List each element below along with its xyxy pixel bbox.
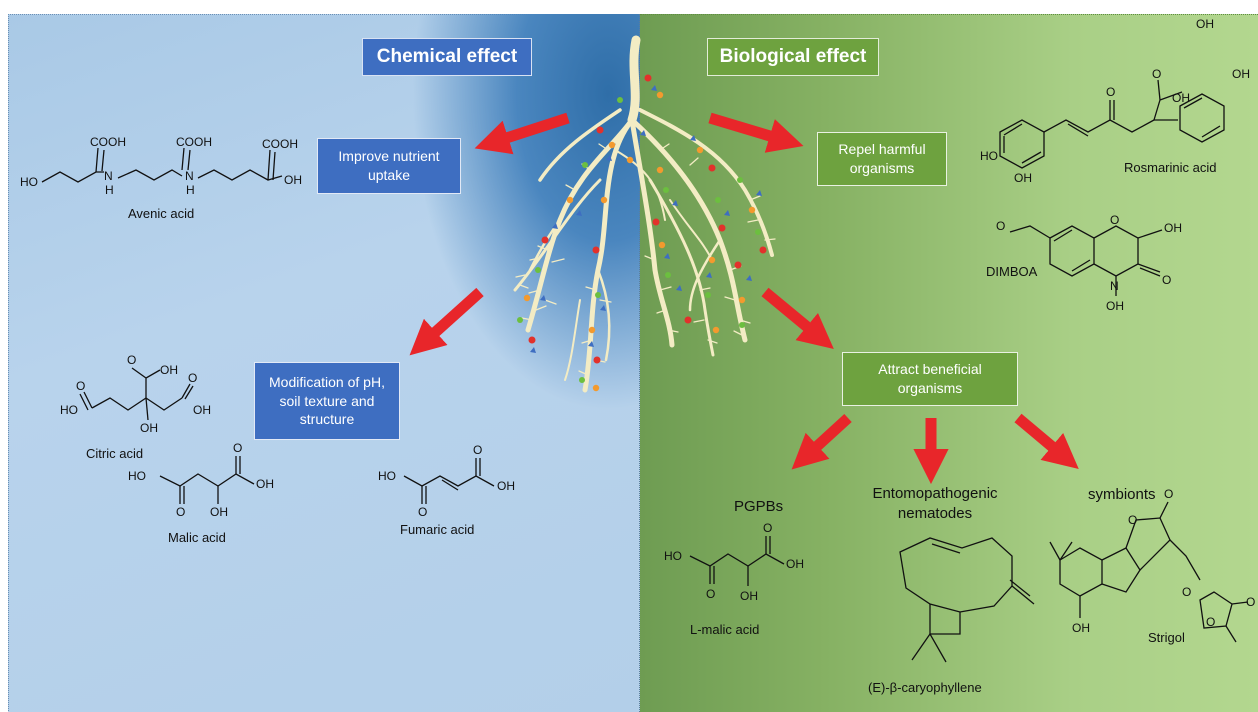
atom-oh: OH [1106, 299, 1124, 313]
malic-acid-structure [159, 456, 255, 504]
atom-h: H [186, 183, 195, 197]
improve-nutrient-uptake-box: Improve nutrient uptake [317, 138, 461, 194]
atom-n: N [104, 169, 113, 183]
atom-o: O [127, 353, 136, 367]
atom-oh: OH [1164, 221, 1182, 235]
atom-oh: OH [1172, 91, 1190, 105]
entomopathogenic-nematodes-label: Entomopathogenic nematodes [872, 485, 998, 522]
dimboa-label: DIMBOA [986, 264, 1038, 279]
atom-o: O [176, 505, 185, 519]
avenic-acid-label: Avenic acid [128, 206, 195, 221]
dimboa-structure [1009, 225, 1163, 296]
atom-cooh: COOH [176, 135, 212, 149]
atom-ho: HO [378, 469, 396, 483]
atom-o: O [1206, 615, 1215, 629]
atom-o: O [233, 441, 242, 455]
atom-o: O [188, 371, 197, 385]
arrow-to-modification [409, 287, 484, 356]
citric-acid-structure [79, 367, 194, 421]
exudate-dots [517, 74, 767, 392]
atom-oh: OH [1232, 67, 1250, 81]
arrow-to-symbionts [1014, 413, 1079, 470]
atom-o: O [1106, 85, 1115, 99]
atom-o: O [1152, 67, 1161, 81]
arrow-to-nutrient [474, 112, 570, 155]
atom-oh: OH [193, 403, 211, 417]
arrow-to-attract [761, 287, 834, 349]
strigol-label: Strigol [1148, 630, 1185, 645]
atom-oh: OH [1072, 621, 1090, 635]
atom-o: O [1246, 595, 1255, 609]
pgpbs-label: PGPBs [734, 498, 784, 515]
arrow-to-repel [708, 112, 804, 153]
root-system [513, 35, 776, 393]
atom-cooh: COOH [262, 137, 298, 151]
symbionts-label: symbionts [1088, 486, 1156, 503]
atom-oh: OH [1196, 17, 1214, 31]
atom-h: H [105, 183, 114, 197]
caryophyllene-structure [899, 537, 1035, 663]
atom-ho: HO [664, 549, 682, 563]
atom-oh: OH [256, 477, 274, 491]
atom-ho: HO [980, 149, 998, 163]
atom-o: O [1162, 273, 1171, 287]
atom-o: O [763, 521, 772, 535]
atom-labels: COOH COOH COOH HO OH N H N H HO OH O O O… [20, 17, 1255, 635]
fumaric-acid-structure [403, 458, 495, 504]
atom-o: O [996, 219, 1005, 233]
atom-o: O [473, 443, 482, 457]
arrows [409, 112, 1079, 485]
atom-o: O [76, 379, 85, 393]
strigol-structure [1049, 501, 1249, 643]
atom-ho: HO [20, 175, 38, 189]
attract-beneficial-organisms-box: Attract beneficial organisms [842, 352, 1018, 406]
atom-o: O [418, 505, 427, 519]
malic-acid-label: Malic acid [168, 530, 226, 545]
fumaric-acid-label: Fumaric acid [400, 522, 475, 537]
atom-oh: OH [160, 363, 178, 377]
atom-n: N [1110, 279, 1119, 293]
rosmarinic-acid-label: Rosmarinic acid [1124, 160, 1217, 175]
panel-divider [639, 14, 641, 712]
atom-oh: OH [786, 557, 804, 571]
caryophyllene-label: (E)-β-caryophyllene [868, 680, 982, 695]
atom-oh: OH [140, 421, 158, 435]
modification-ph-soil-box: Modification of pH, soil texture and str… [254, 362, 400, 440]
rosmarinic-acid-structure [999, 79, 1225, 169]
atom-oh: OH [284, 173, 302, 187]
atom-o: O [1110, 213, 1119, 227]
atom-oh: OH [1014, 171, 1032, 185]
avenic-acid-structure [41, 147, 283, 183]
citric-acid-label: Citric acid [86, 446, 144, 461]
atom-o: O [1128, 513, 1137, 527]
atom-n: N [185, 169, 194, 183]
atom-o: O [1182, 585, 1191, 599]
l-malic-acid-structure [689, 536, 785, 586]
repel-harmful-organisms-box: Repel harmful organisms [817, 132, 947, 186]
atom-o: O [706, 587, 715, 601]
l-malic-acid-label: L-malic acid [690, 622, 760, 637]
biological-effect-title: Biological effect [707, 38, 879, 76]
atom-oh: OH [740, 589, 758, 603]
atom-cooh: COOH [90, 135, 126, 149]
atom-o: O [1164, 487, 1173, 501]
atom-oh: OH [210, 505, 228, 519]
chemical-effect-title: Chemical effect [362, 38, 532, 76]
atom-oh: OH [497, 479, 515, 493]
atom-ho: HO [60, 403, 78, 417]
arrow-to-pgpb [791, 413, 852, 470]
atom-ho: HO [128, 469, 146, 483]
